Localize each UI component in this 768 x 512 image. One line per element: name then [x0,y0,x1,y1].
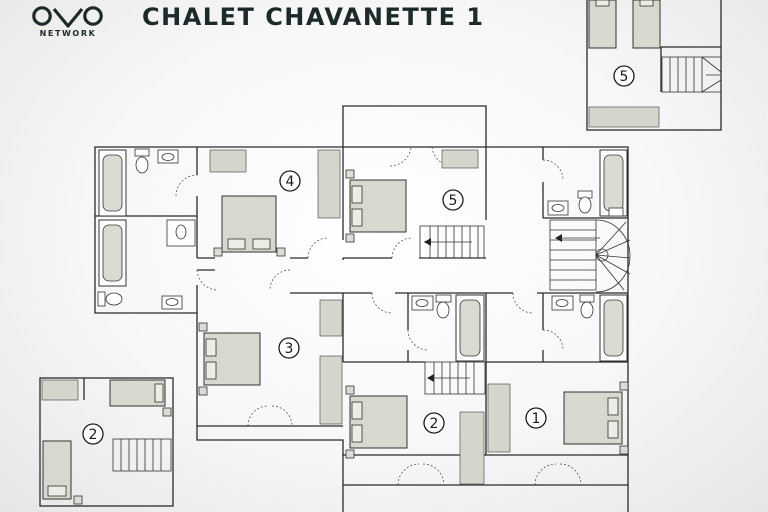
ovo-network-logo-icon [32,6,103,28]
room-number-2-label: 2 [430,416,439,432]
room-number-2-inset: 2 [82,423,104,445]
room-number-2-inset-label: 2 [89,427,98,443]
sinks [157,149,624,311]
page-title: CHALET CHAVANETTE 1 [142,3,485,31]
bathtubs [98,149,628,362]
brand-name: NETWORK [39,29,97,38]
room-number-1-label: 1 [532,411,541,427]
room-number-3-label: 3 [285,341,294,357]
room-number-5-inset-label: 5 [620,69,629,85]
wardrobes [209,149,511,485]
room-number-3: 3 [278,337,300,359]
room-number-5-inset: 5 [613,65,635,87]
staircases [419,219,631,395]
toilets [97,148,595,319]
room-number-5-label: 5 [449,193,458,209]
room-number-2: 2 [423,412,445,434]
room-number-4-label: 4 [286,174,295,190]
room-number-4: 4 [279,170,301,192]
doors [175,146,582,486]
room-number-1: 1 [525,407,547,429]
inset-plan-room-2 [39,377,174,507]
inset-plan-room-5 [586,0,722,131]
beds [198,169,629,459]
room-number-5: 5 [442,189,464,211]
main-floor-walls [94,105,629,512]
